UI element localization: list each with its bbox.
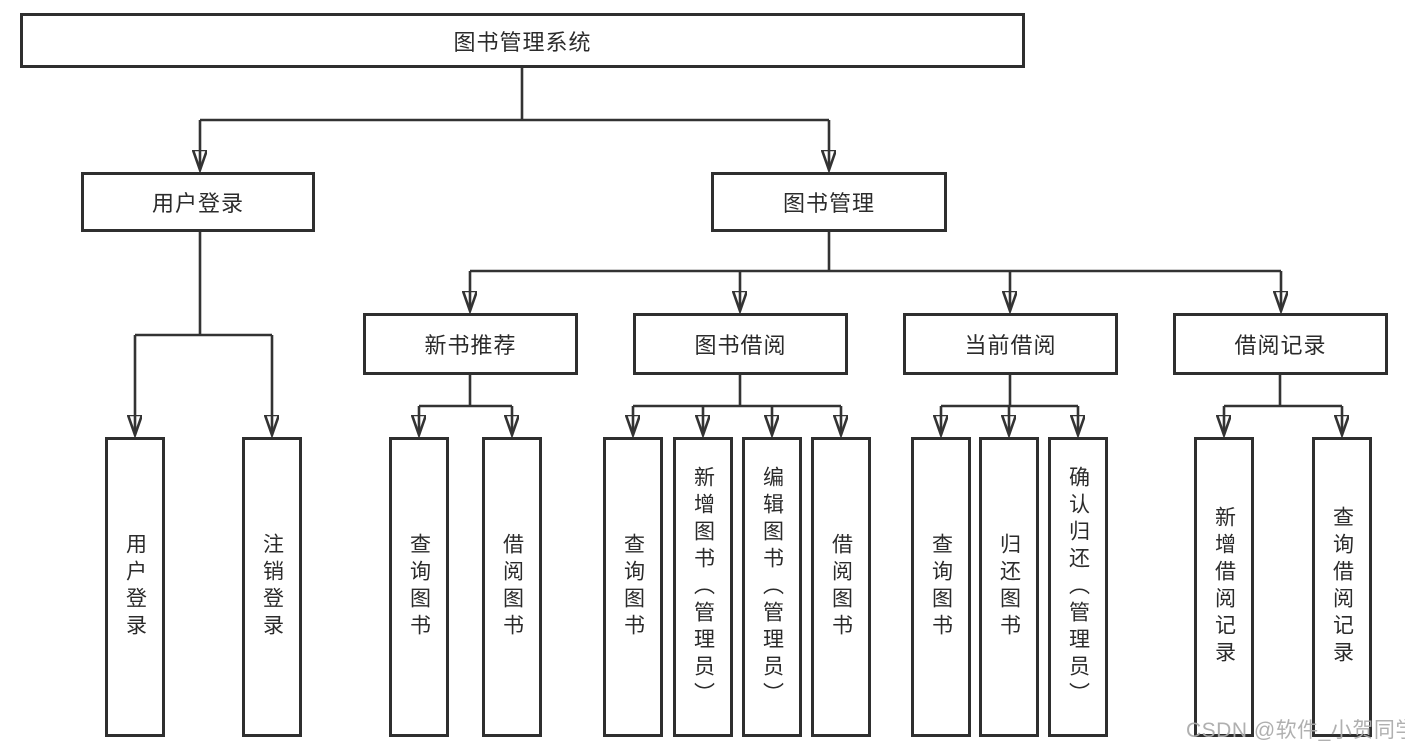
node-current-borrow: 当前借阅 [903,313,1118,375]
leaf-add-books-admin: 新增图书（管理员） [673,437,733,737]
leaf-confirm-return-admin: 确认归还（管理员） [1048,437,1108,737]
leaf-borrow-books: 借阅图书 [811,437,871,737]
node-root-library-system: 图书管理系统 [20,13,1025,68]
leaf-borrow-books-recommend: 借阅图书 [482,437,542,737]
node-borrow-records: 借阅记录 [1173,313,1388,375]
leaf-query-books-borrow: 查询图书 [603,437,663,737]
node-book-management: 图书管理 [711,172,947,232]
leaf-add-borrow-record: 新增借阅记录 [1194,437,1254,737]
leaf-query-books-recommend: 查询图书 [389,437,449,737]
leaf-logout: 注销登录 [242,437,302,737]
node-user-login: 用户登录 [81,172,315,232]
csdn-watermark: CSDN @软件_小贺同学 [1186,719,1405,742]
node-new-book-recommend: 新书推荐 [363,313,578,375]
leaf-query-books-current: 查询图书 [911,437,971,737]
leaf-user-login: 用户登录 [105,437,165,737]
leaf-return-books: 归还图书 [979,437,1039,737]
node-book-borrow: 图书借阅 [633,313,848,375]
leaf-edit-books-admin: 编辑图书（管理员） [742,437,802,737]
leaf-query-borrow-record: 查询借阅记录 [1312,437,1372,737]
